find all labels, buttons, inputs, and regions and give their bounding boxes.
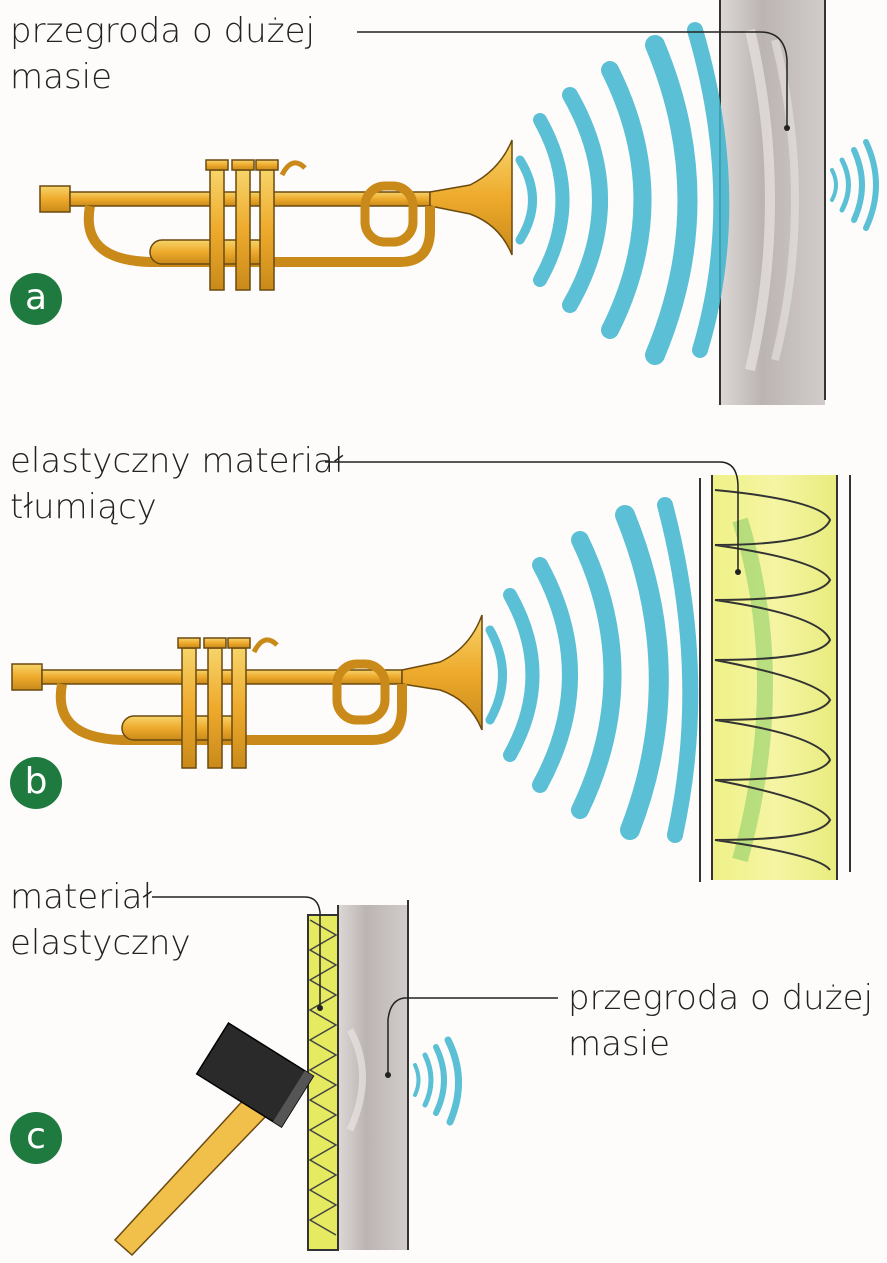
panel-c [113,896,558,1257]
sound-waves-b [485,497,699,843]
panel-badge-b: b [10,757,62,809]
heavy-wall-c [337,900,409,1250]
damping-wall-b [699,475,851,882]
label-elastic-material-c: materiał elastyczny [10,877,191,963]
heavy-wall-a [719,0,826,405]
hammer-icon [113,1022,315,1257]
trumpet-icon [39,139,513,291]
label-heavy-partition-c: przegroda o dużej masie [568,978,873,1064]
label-heavy-partition-a: przegroda o dużej masie [10,11,315,97]
panel-badge-c: c [10,1112,62,1164]
panel-a [39,0,879,405]
leader-line-c1 [152,896,321,1008]
trumpet-icon [11,614,483,769]
panel-badge-a: a [10,273,62,325]
leader-line-b [325,461,739,572]
leader-line-c2 [387,997,558,1075]
sound-waves-a [515,22,730,365]
elastic-layer-c [307,914,339,1251]
leader-line-a [357,31,788,128]
transmitted-waves-a [830,139,879,231]
sound-waves-c [413,1036,462,1126]
label-elastic-damping-b: elastyczny materiał tłumiący [10,441,344,527]
panel-b [11,461,851,882]
